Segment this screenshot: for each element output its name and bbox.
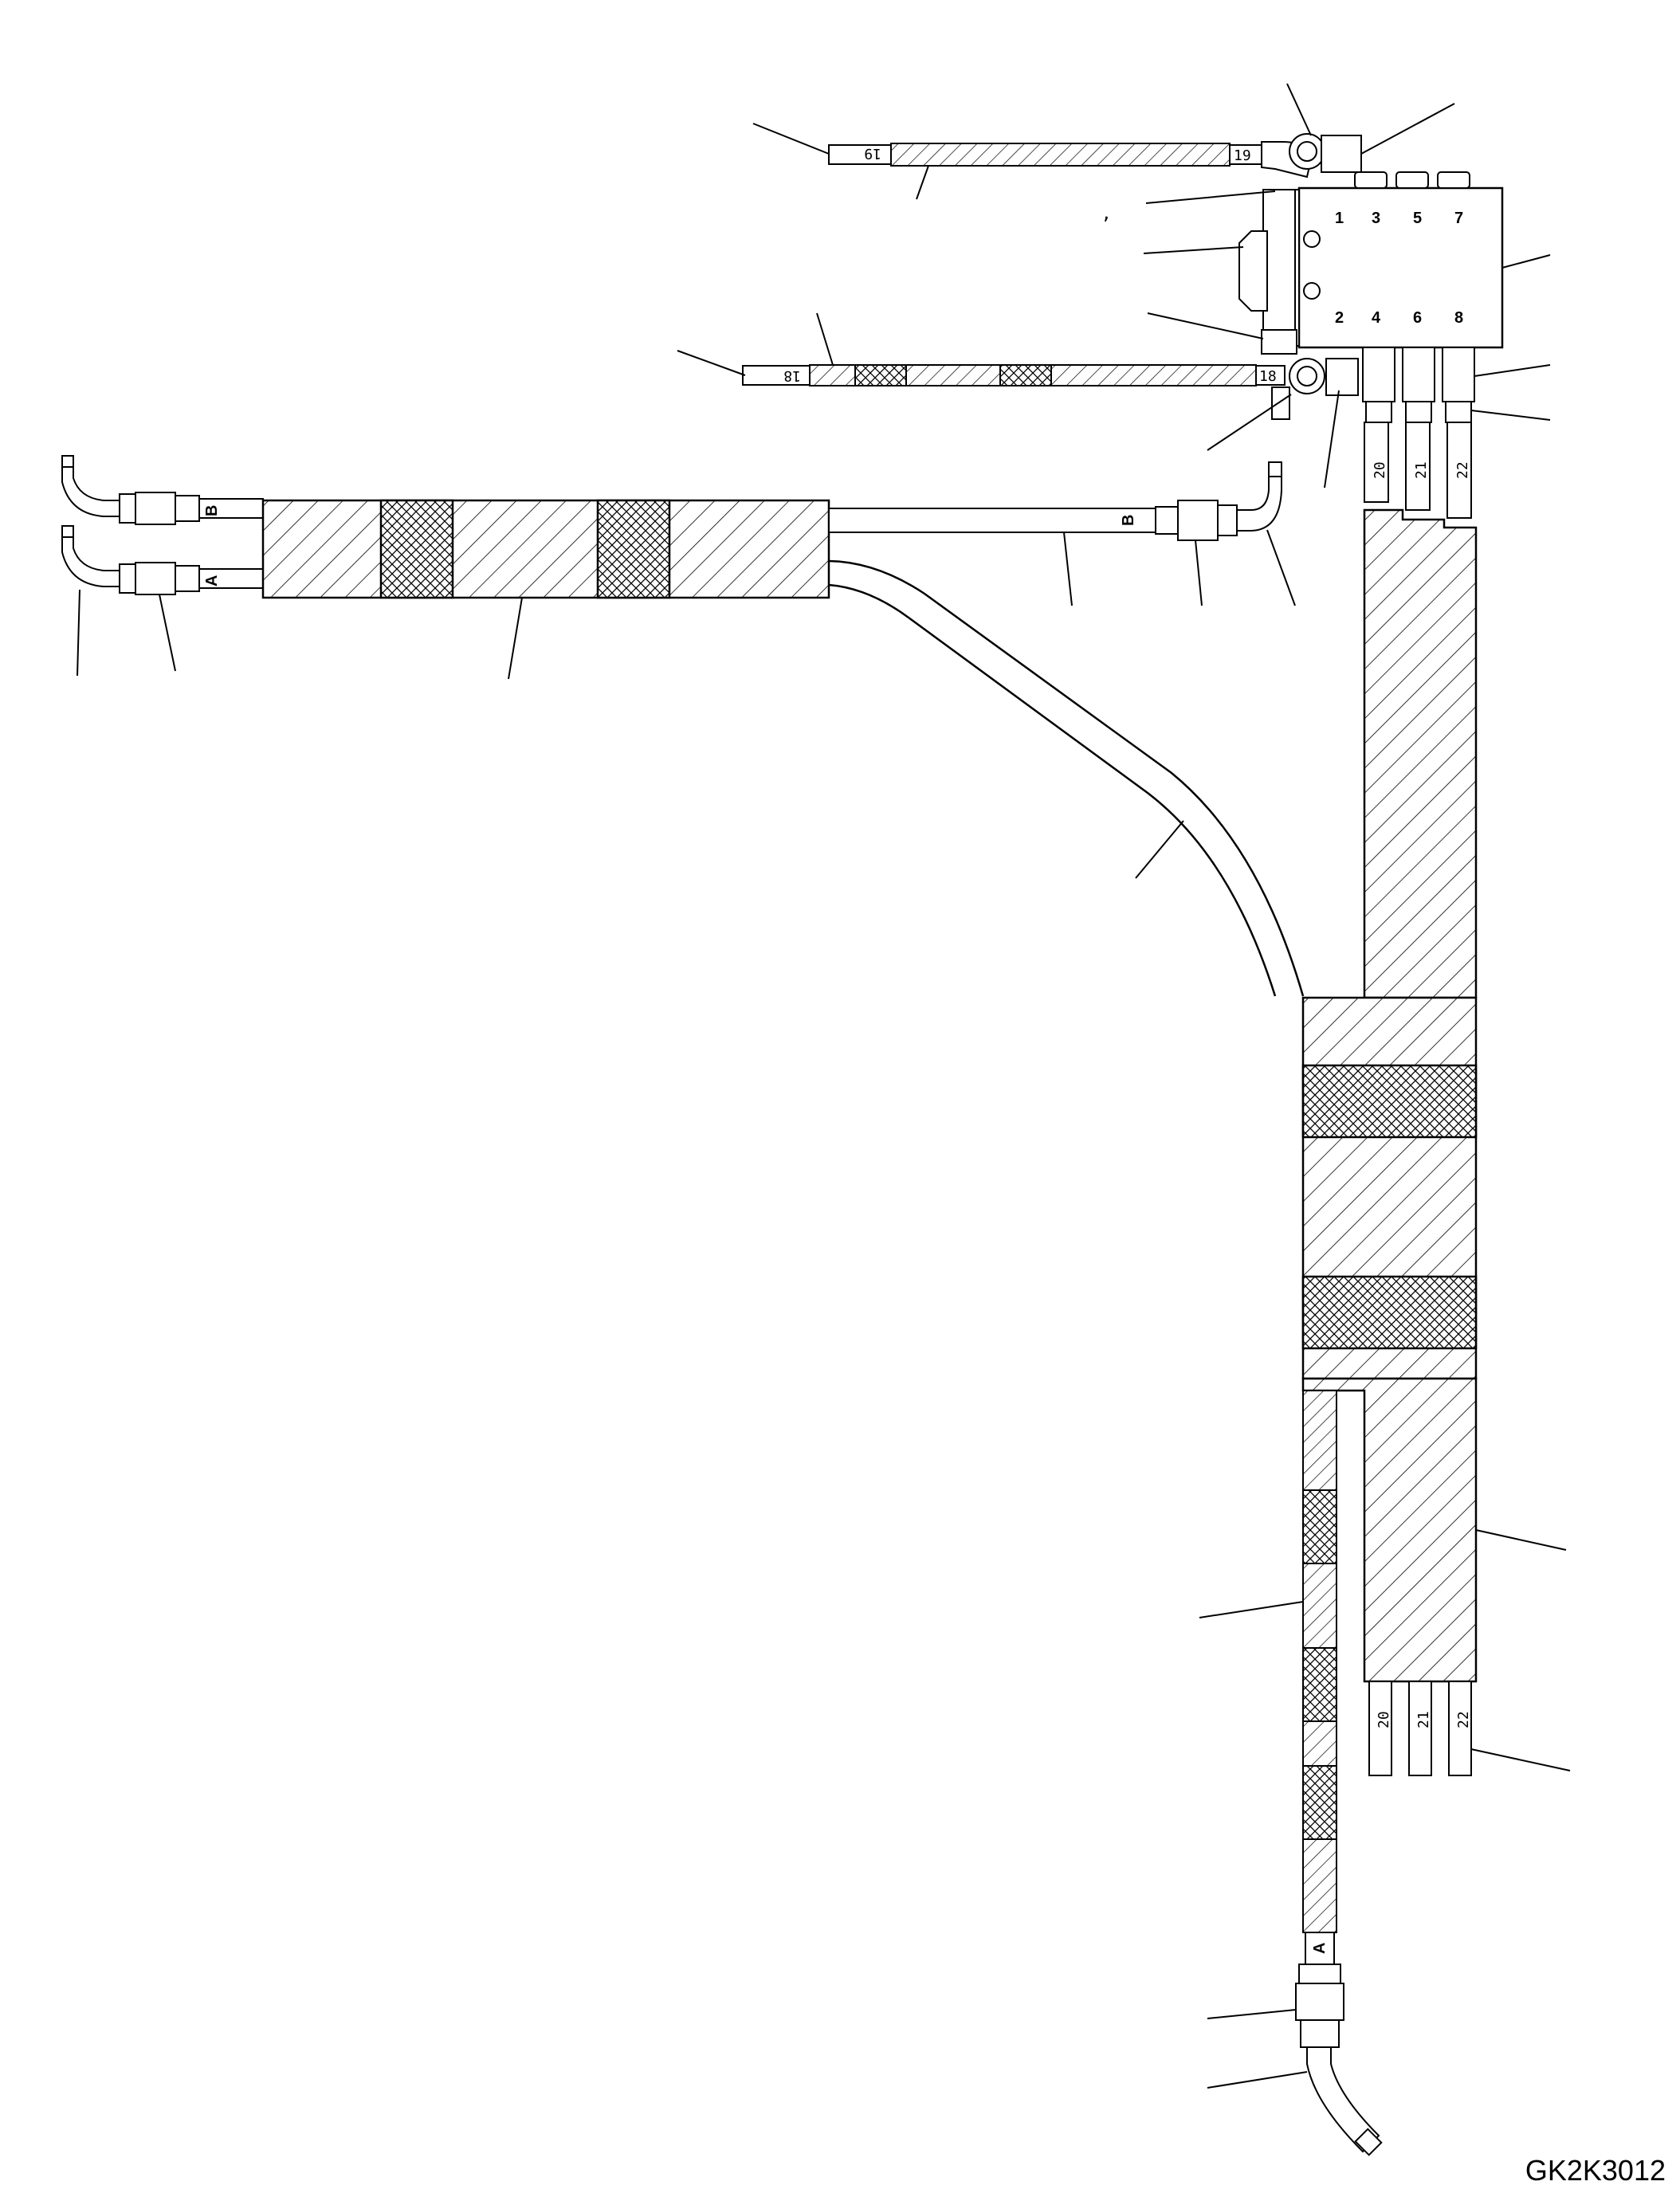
port-label-4: 4 [1372,309,1381,327]
drawing-code-label: GK2K3012 [1525,2154,1666,2187]
port-label-6: 6 [1413,309,1422,327]
hose-tag-B-right: B [1120,515,1137,526]
port-label-8: 8 [1454,309,1463,327]
vertical-hose-bundle: 20 21 22 20 21 22 A [1295,422,1478,2156]
stray-comma-mark: , [1103,201,1109,225]
hose-tag-A-left: A [203,575,221,587]
port-label-3: 3 [1372,210,1380,227]
hose-tag-B-left: B [203,505,221,516]
hose-tag-18b: 18 [1259,368,1277,385]
hose-19: 19 19 [828,133,1362,179]
block-bottom-fittings [1325,347,1475,423]
valve-manifold-block: 1 3 5 7 2 4 6 8 [1284,171,1504,349]
port-label-1: 1 [1335,210,1344,227]
hose-tag-18: 18 [783,367,801,384]
leader-lines [77,83,1571,2089]
hose-tag-A-bottom: A [1311,1943,1329,1954]
hose-tag-21-bottom: 21 [1415,1711,1432,1728]
port-label-7: 7 [1454,210,1463,227]
hose-tag-20-top: 20 [1372,461,1388,479]
port-label-5: 5 [1413,210,1422,227]
left-hose-bundle: B A B [61,455,1305,997]
hose-tag-22-top: 22 [1454,461,1471,479]
relief-valve [1238,189,1297,355]
hose-tag-20-bottom: 20 [1376,1711,1392,1728]
hose-tag-21-top: 21 [1413,461,1430,479]
hose-18: 18 18 [742,358,1325,477]
hose-tag-19: 19 [864,145,881,162]
hose-tag-22-bottom: 22 [1455,1711,1472,1728]
port-label-2: 2 [1335,309,1344,327]
hose-tag-19b: 19 [1234,147,1251,164]
